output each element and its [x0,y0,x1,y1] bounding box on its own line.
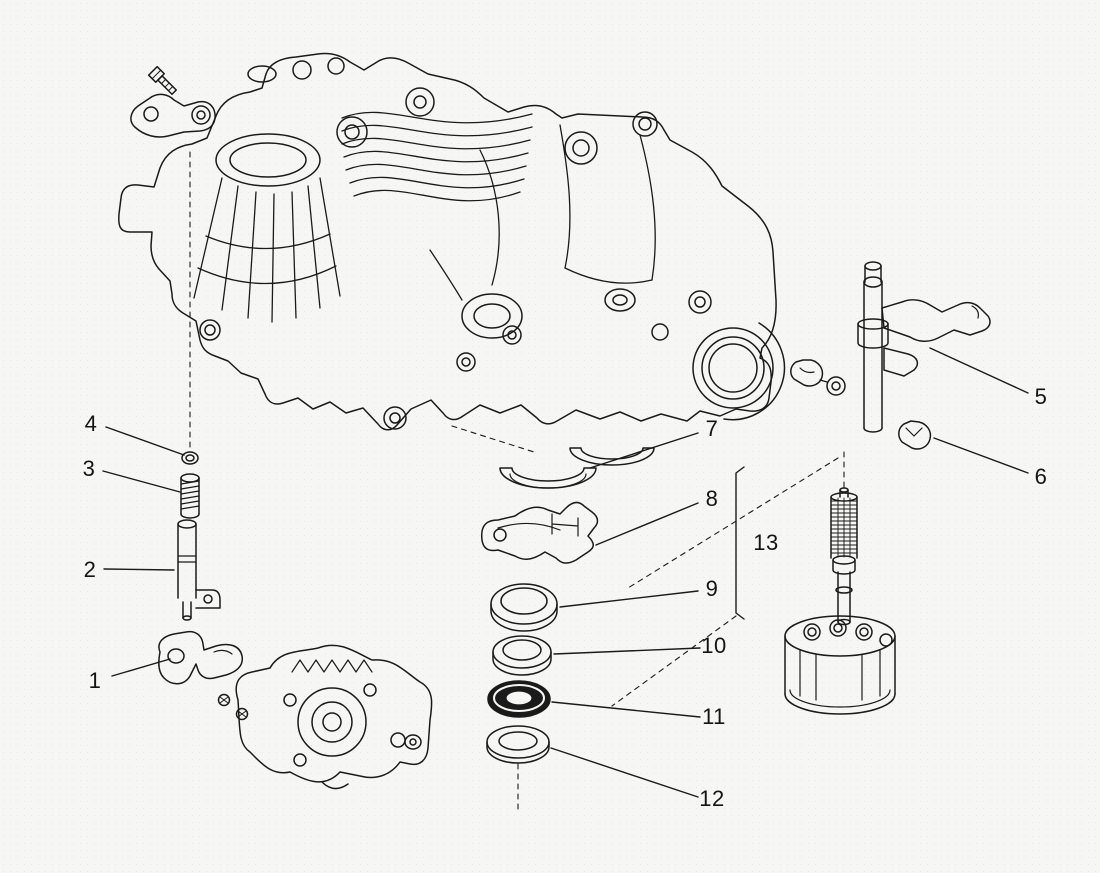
leader-10 [553,647,701,655]
callout-5: 5 [1034,384,1048,409]
bearing-halves-part7 [499,447,655,489]
spring-part3 [180,473,200,519]
callout-4: 4 [84,411,98,436]
pump-assembly [217,644,433,790]
control-shaft-part2 [177,519,221,621]
callout-1: 1 [88,668,102,693]
oil-seal-part11 [487,680,551,718]
leader-2 [103,568,175,571]
pump-screw-2 [235,707,249,721]
leader-12 [550,747,699,798]
ring-part10 [492,635,552,676]
callout-3: 3 [82,456,96,481]
transaxle-housing [118,52,786,431]
shift-lever [130,93,216,138]
retainer-part8 [480,501,599,564]
callout-12: 12 [699,786,725,811]
callout-11: 11 [702,704,726,729]
fork-clip-left [790,359,824,387]
leader-3 [102,470,181,493]
fork-pivot [819,376,846,396]
callout-6: 6 [1034,464,1048,489]
retaining-ring-part4 [181,451,199,465]
callout-13: 13 [753,530,779,555]
leader-4 [105,426,185,456]
clip-part6 [898,420,932,450]
bracket-13 [735,466,745,620]
leader-1 [111,658,171,677]
leader-5 [929,347,1029,394]
clamp-part1 [158,630,244,685]
leader-9 [559,590,699,608]
callout-8: 8 [705,486,719,511]
construction-lines [451,425,839,813]
shift-fork-assembly-part5 [790,261,991,433]
leader-6 [933,437,1029,474]
leader-8 [595,502,699,546]
callout-7: 7 [705,416,719,441]
ring-part9 [490,583,558,632]
pump-screw-1 [217,693,231,707]
splined-shaft [830,451,858,626]
callout-2: 2 [83,557,97,582]
leader-lines [102,347,1029,798]
washer-part12 [486,725,550,764]
leader-11 [551,701,701,718]
callout-9: 9 [705,576,719,601]
set-screw [147,65,178,96]
callout-10: 10 [701,633,727,658]
control-shaft-parts [158,151,244,685]
leader-7 [589,432,699,469]
brake-drum [784,615,896,715]
